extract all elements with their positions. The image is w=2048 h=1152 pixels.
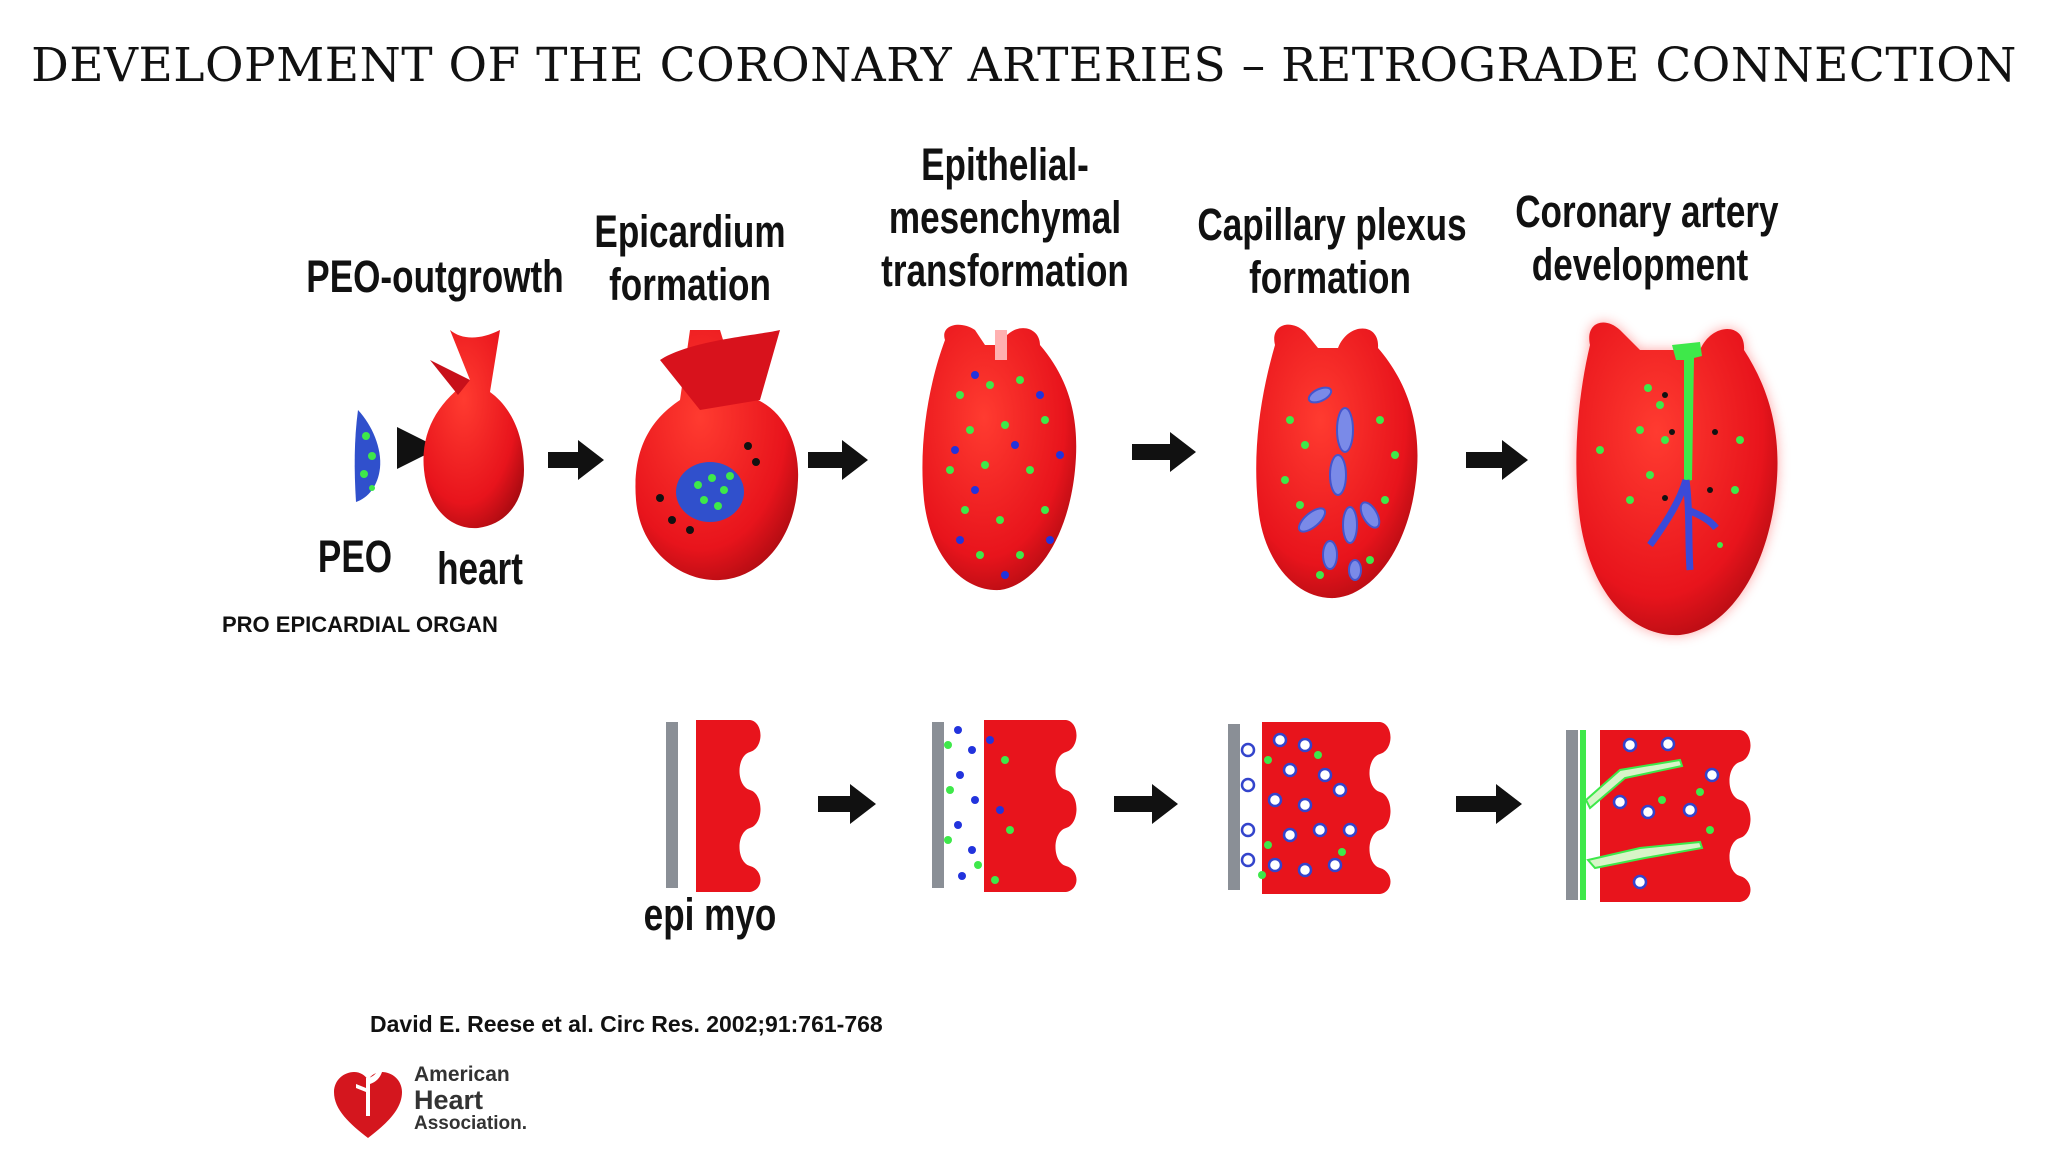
label-heart: heart [437,543,523,594]
heart-coronary-artery [1576,322,1778,636]
stage-label-line: Epithelial- [921,139,1089,190]
logo-line: Association. [414,1113,527,1135]
tubular-heart [423,330,524,529]
tissue-panel-3 [1228,722,1391,894]
tissue-panel-1 [666,720,761,892]
label-pro-epicardial-organ: PRO EPICARDIAL ORGAN [222,612,498,637]
arrow-icon [1466,440,1528,480]
aha-logo-text: American Heart Association. [414,1063,527,1135]
page-title: DEVELOPMENT OF THE CORONARY ARTERIES – R… [31,38,2017,93]
arrow-icon [1114,784,1178,824]
citation: David E. Reese et al. Circ Res. 2002;91:… [370,1011,883,1037]
stage-label-line: formation [1249,252,1411,304]
logo-line: Heart [414,1085,484,1116]
heart-capillary-plexus [1256,324,1418,599]
stage-label-line: Capillary plexus [1197,199,1467,250]
arrow-icon [548,440,604,480]
arrow-icon [1132,432,1196,472]
heart-epicardium [635,330,799,581]
logo-line: American [414,1063,510,1086]
stage-label-line: Epicardium [594,206,786,257]
heart-emt [922,324,1077,591]
stage-label-coronary-artery: Coronary artery development [1515,185,1779,291]
arrow-icon [808,440,868,480]
stage-label-capillary-plexus: Capillary plexus formation [1197,198,1467,304]
stage-label-line: formation [609,259,771,311]
stage-label-line: Coronary artery [1515,186,1779,237]
arrow-icon [818,784,876,824]
stage-label-line: PEO-outgrowth [306,251,564,302]
tissue-panel-2 [932,720,1077,892]
arrow-icon [1456,784,1522,824]
stage-label-peo-outgrowth: PEO-outgrowth [306,250,563,303]
american-heart-association-logo [334,1070,402,1138]
peo-cluster [354,410,381,502]
stage-label-emt: Epithelial- mesenchymal transformation [876,138,1133,297]
stage-label-line: mesenchymal [888,192,1122,244]
tissue-panel-4 [1566,730,1751,902]
stage-label-line: development [1531,239,1749,291]
stage-label-epicardium-formation: Epicardium formation [573,205,807,311]
stage-label-line: transformation [881,245,1129,297]
label-peo: PEO [317,531,393,582]
label-epi-myo: epi myo [643,889,777,940]
